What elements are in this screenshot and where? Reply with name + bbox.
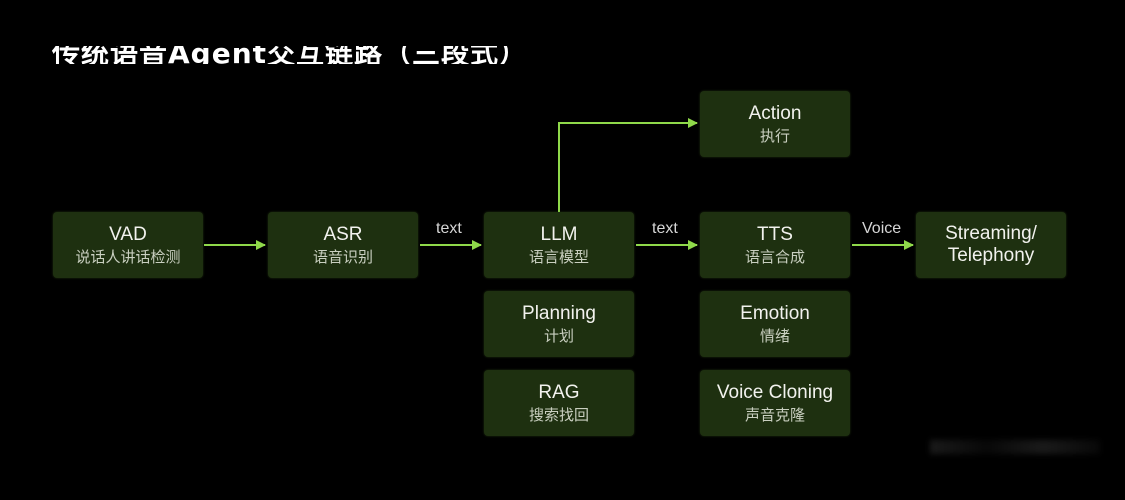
- node-llm-subtitle: 语言模型: [528, 247, 589, 266]
- node-rag: RAG 搜索找回: [484, 370, 634, 436]
- node-asr-subtitle: 语音识别: [312, 247, 373, 266]
- node-tts: TTS 语言合成: [700, 212, 850, 278]
- edge-label-llm-tts: text: [652, 220, 678, 237]
- node-vad: VAD 说话人讲话检测: [53, 212, 203, 278]
- node-planning-title: Planning: [522, 302, 596, 324]
- node-llm-title: LLM: [540, 223, 578, 245]
- watermark: [930, 440, 1100, 454]
- node-planning-subtitle: 计划: [543, 326, 574, 345]
- edge-label-tts-streaming: Voice: [862, 220, 902, 237]
- node-emotion-subtitle: 情绪: [759, 326, 790, 345]
- diagram-title: 传统语音Agent交互链路（三段式）: [52, 37, 529, 64]
- node-action-title: Action: [748, 102, 802, 124]
- node-rag-title: RAG: [538, 381, 580, 403]
- node-action: Action 执行: [700, 91, 850, 157]
- node-vad-title: VAD: [109, 223, 147, 245]
- node-streaming-line2: Telephony: [947, 245, 1035, 266]
- node-emotion-title: Emotion: [740, 302, 810, 324]
- node-emotion: Emotion 情绪: [700, 291, 850, 357]
- edge-label-asr-llm: text: [436, 220, 462, 237]
- node-voice-cloning-title: Voice Cloning: [716, 381, 834, 403]
- node-streaming-line1: Streaming/: [945, 223, 1037, 244]
- node-voice-cloning: Voice Cloning 声音克隆: [700, 370, 850, 436]
- node-vad-subtitle: 说话人讲话检测: [75, 247, 181, 266]
- node-streaming-telephony: Streaming/ Telephony: [916, 212, 1066, 278]
- arrow-llm-action: [558, 118, 698, 212]
- node-asr-title: ASR: [323, 223, 363, 245]
- node-llm: LLM 语言模型: [484, 212, 634, 278]
- node-action-subtitle: 执行: [759, 126, 790, 145]
- node-tts-subtitle: 语言合成: [744, 247, 805, 266]
- node-planning: Planning 计划: [484, 291, 634, 357]
- node-voice-cloning-subtitle: 声音克隆: [744, 405, 805, 424]
- node-tts-title: TTS: [757, 223, 793, 245]
- node-rag-subtitle: 搜索找回: [528, 405, 589, 424]
- node-asr: ASR 语音识别: [268, 212, 418, 278]
